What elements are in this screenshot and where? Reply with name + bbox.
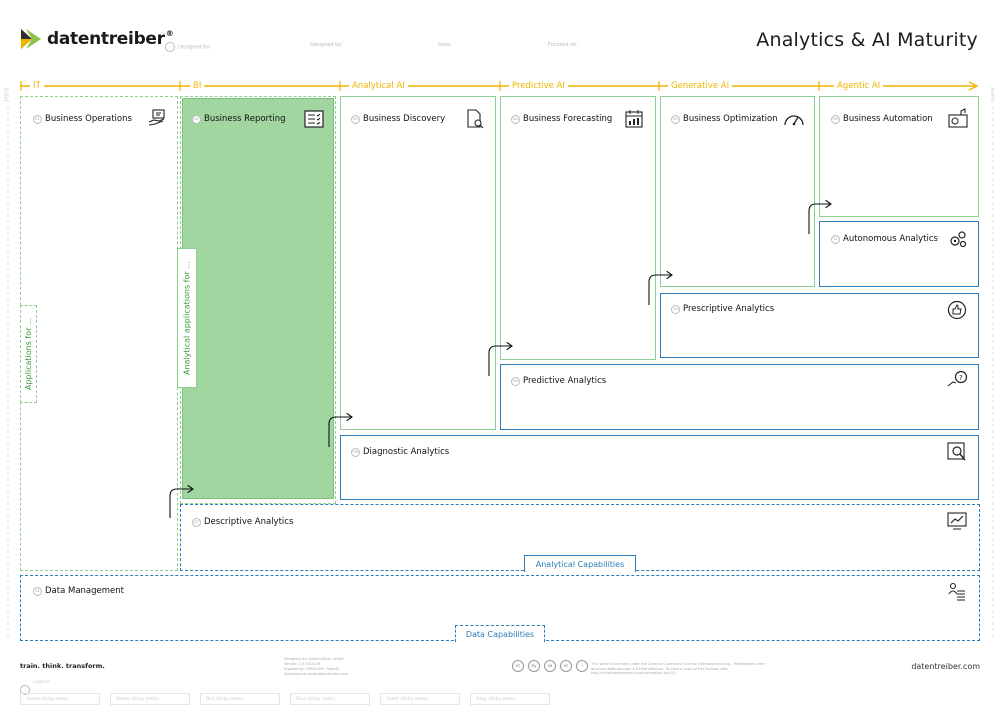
data-capabilities-tab: Data Capabilities: [455, 625, 545, 642]
sticky-note-green: Green sticky notes:: [20, 693, 100, 705]
nc-icon: nc: [560, 660, 572, 672]
trend-chart-icon: [947, 512, 967, 530]
document-search-icon: [467, 109, 484, 129]
analytical-capabilities-tab: Analytical Capabilities: [524, 555, 636, 572]
sa-icon: sa: [544, 660, 556, 672]
sticky-note-violet: Violet sticky notes:: [380, 693, 460, 705]
predictive-analytics-box[interactable]: [500, 364, 979, 430]
tagline: train. think. transform.: [20, 662, 105, 670]
cc-icon: cc: [512, 660, 524, 672]
business-discovery-box[interactable]: [340, 96, 496, 430]
stage-agentic-ai: Agentic AI: [834, 81, 884, 91]
diagnostic-analytics-box[interactable]: [340, 435, 979, 500]
legend-badge: ◦: [20, 679, 33, 698]
business-reporting-box[interactable]: [182, 98, 334, 499]
stage-predictive-ai: Predictive AI: [509, 81, 568, 91]
sticky-note-yellow: Yellow sticky notes:: [110, 693, 190, 705]
datentreiber-logo-icon: [21, 29, 41, 49]
legend-label: Legend:: [33, 680, 52, 685]
business-automation-box[interactable]: [819, 96, 979, 217]
info-icon: i: [576, 660, 588, 672]
gears-icon: [950, 231, 967, 248]
stage-generative-ai: Generative AI: [668, 81, 733, 91]
applications-container[interactable]: [20, 96, 178, 571]
stage-bi: BI: [190, 81, 205, 91]
brand-logo: datentreiber®: [20, 28, 174, 50]
autonomous-analytics-box[interactable]: [819, 221, 979, 287]
sticky-note-red: Red sticky notes:: [200, 693, 280, 705]
crystal-ball-icon: ?: [947, 370, 968, 387]
sticky-note-grey: Grey sticky notes:: [470, 693, 550, 705]
footer-meta: Designed by: Datentreiber GmbH Version 2…: [284, 657, 349, 676]
database-user-icon: [948, 582, 965, 601]
hand-holding-screen-icon: [148, 109, 165, 126]
footer-domain[interactable]: datentreiber.com: [911, 662, 980, 671]
business-forecasting-box[interactable]: [500, 96, 656, 360]
business-optimization-box[interactable]: [660, 96, 815, 287]
thumbs-up-icon: [947, 300, 967, 320]
robot-arm-icon: [948, 108, 968, 128]
speedometer-icon: [784, 115, 804, 126]
meta-focused-on[interactable]: Focused on:: [548, 42, 579, 48]
page-title: Analytics & AI Maturity: [756, 29, 978, 51]
meta-designed-for[interactable]: ◦Designed for:: [165, 42, 212, 52]
brand-name: datentreiber®: [47, 29, 174, 49]
calendar-chart-icon: [625, 110, 643, 128]
sticky-note-blue: Blue sticky notes:: [290, 693, 370, 705]
svg-text:?: ?: [959, 374, 963, 382]
by-icon: by: [528, 660, 540, 672]
stage-analytical-ai: Analytical AI: [349, 81, 408, 91]
license-text: This work is licensed under the Creative…: [591, 662, 766, 675]
meta-designed-by[interactable]: Designed by:: [310, 42, 343, 48]
side-label-left: Schritt: [3, 88, 8, 102]
report-list-icon: [304, 110, 324, 128]
stage-it: IT: [30, 81, 44, 91]
meta-date[interactable]: Date:: [438, 42, 452, 48]
prescriptive-analytics-box[interactable]: [660, 293, 979, 358]
side-label-right: Schritt: [990, 88, 995, 102]
magnifier-chart-icon: [947, 442, 966, 461]
